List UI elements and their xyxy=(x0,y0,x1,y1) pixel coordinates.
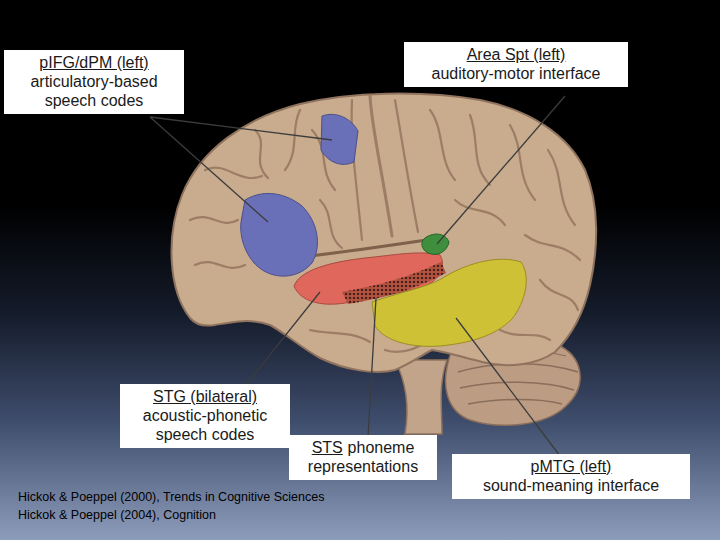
label-box: STG (bilateral)acoustic-phonetic speech … xyxy=(120,384,290,448)
brain-part xyxy=(241,193,318,276)
brain-part xyxy=(456,318,560,456)
brain-part xyxy=(370,96,392,236)
brain-part xyxy=(285,110,300,170)
label-box: pIFG/dPM (left)articulatory-based speech… xyxy=(4,50,184,114)
brain-part xyxy=(460,382,574,390)
brain-part xyxy=(255,130,268,178)
brain-part xyxy=(525,235,580,260)
brain-part xyxy=(245,292,320,386)
brain-part xyxy=(195,262,245,268)
region-name: Area Spt (left) xyxy=(410,45,622,64)
region-function: articulatory-based speech codes xyxy=(10,72,178,110)
brain-part xyxy=(500,330,550,340)
brain-part xyxy=(342,262,446,304)
brain-part xyxy=(320,200,342,248)
brain-part xyxy=(470,115,490,185)
label-box: Area Spt (left)auditory-motor interface xyxy=(404,42,628,87)
brainstem xyxy=(395,360,447,434)
brain-part xyxy=(437,96,565,244)
brain-part xyxy=(468,400,562,405)
region-name: pMTG (left) xyxy=(458,457,684,476)
region-name: pIFG/dPM (left) xyxy=(10,53,178,72)
region-name: STG (bilateral) xyxy=(126,387,284,406)
pifg-dpm-region xyxy=(241,114,358,276)
cerebral-hemisphere xyxy=(172,94,597,372)
brain-part xyxy=(172,94,597,372)
region-function: sound-meaning interface xyxy=(458,476,684,495)
brain-part xyxy=(422,234,449,254)
label-box: STSphoneme representations xyxy=(289,435,437,480)
citation: Hickok & Poeppel (2004), Cognition xyxy=(18,507,216,523)
region-function: acoustic-phonetic speech codes xyxy=(126,406,284,444)
brain-part xyxy=(190,217,238,223)
pmtg-region xyxy=(372,259,526,346)
brain-part xyxy=(395,360,447,434)
brain-part xyxy=(352,100,362,240)
brain-part xyxy=(548,150,575,225)
brain-part xyxy=(368,298,376,437)
brain-part xyxy=(372,259,526,346)
region-name: STS xyxy=(312,439,343,456)
spt-region xyxy=(422,234,449,254)
brain-part xyxy=(540,280,578,310)
brain-part xyxy=(455,200,505,225)
sts-stipple xyxy=(342,262,446,304)
region-function: auditory-motor interface xyxy=(410,64,622,83)
brain-part xyxy=(150,117,332,140)
brain-part xyxy=(310,330,370,342)
label-box: pMTG (left)sound-meaning interface xyxy=(452,454,690,499)
brain-part xyxy=(430,110,455,180)
brain-part xyxy=(150,117,268,222)
gyri xyxy=(190,96,580,352)
brain-part xyxy=(510,125,535,200)
citation: Hickok & Poeppel (2000), Trends in Cogni… xyxy=(18,489,324,505)
brain-part xyxy=(395,100,418,232)
